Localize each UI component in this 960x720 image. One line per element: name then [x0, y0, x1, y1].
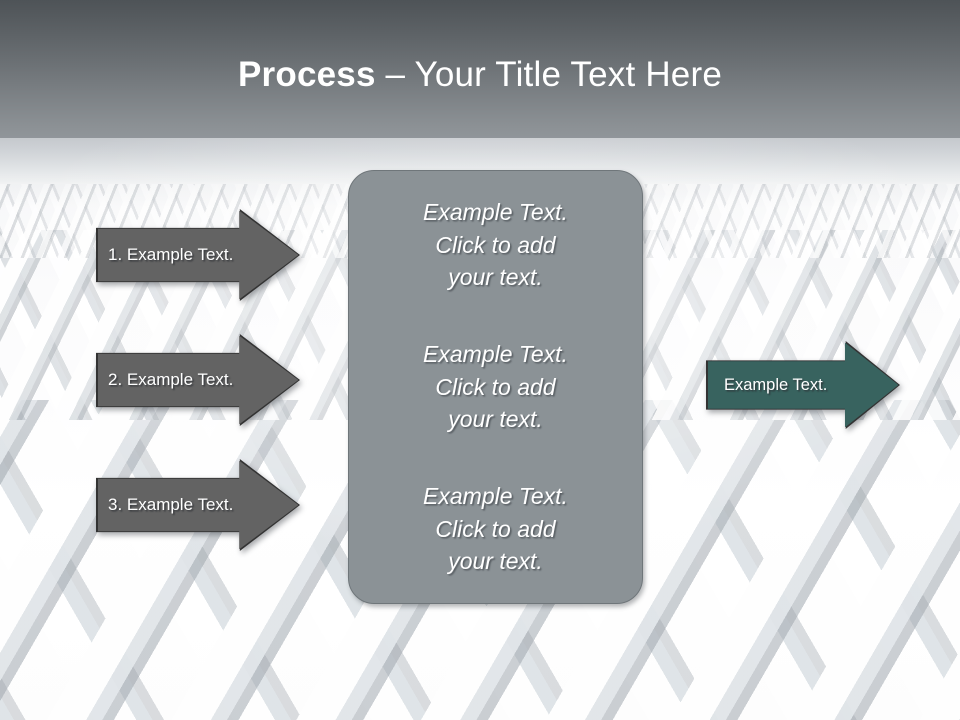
- panel-text-block-2[interactable]: Example Text. Click to add your text.: [423, 341, 568, 433]
- center-content-panel[interactable]: Example Text. Click to add your text. Ex…: [348, 170, 643, 604]
- step-arrow-2[interactable]: 2. Example Text.: [96, 334, 300, 426]
- step-arrow-3-label: 3. Example Text.: [108, 495, 234, 514]
- result-arrow[interactable]: Example Text.: [706, 341, 900, 429]
- panel-text-block-1[interactable]: Example Text. Click to add your text.: [423, 199, 568, 291]
- arrow-inner-wrap: [707, 342, 899, 428]
- page-title: Process – Your Title Text Here: [238, 57, 722, 92]
- arrow-inner-wrap: [97, 335, 299, 425]
- step-arrow-3[interactable]: 3. Example Text.: [96, 459, 300, 551]
- step-arrow-1[interactable]: 1. Example Text.: [96, 209, 300, 301]
- step-arrow-2-label: 2. Example Text.: [108, 370, 234, 389]
- slide-header: Process – Your Title Text Here: [0, 0, 960, 138]
- arrow-inner-wrap: [97, 460, 299, 550]
- title-light: – Your Title Text Here: [375, 54, 722, 94]
- step-arrow-1-label: 1. Example Text.: [108, 245, 234, 264]
- result-arrow-label: Example Text.: [724, 375, 828, 394]
- arrow-inner-wrap: [97, 210, 299, 300]
- title-strong: Process: [238, 54, 376, 94]
- panel-text-block-3[interactable]: Example Text. Click to add your text.: [423, 482, 568, 575]
